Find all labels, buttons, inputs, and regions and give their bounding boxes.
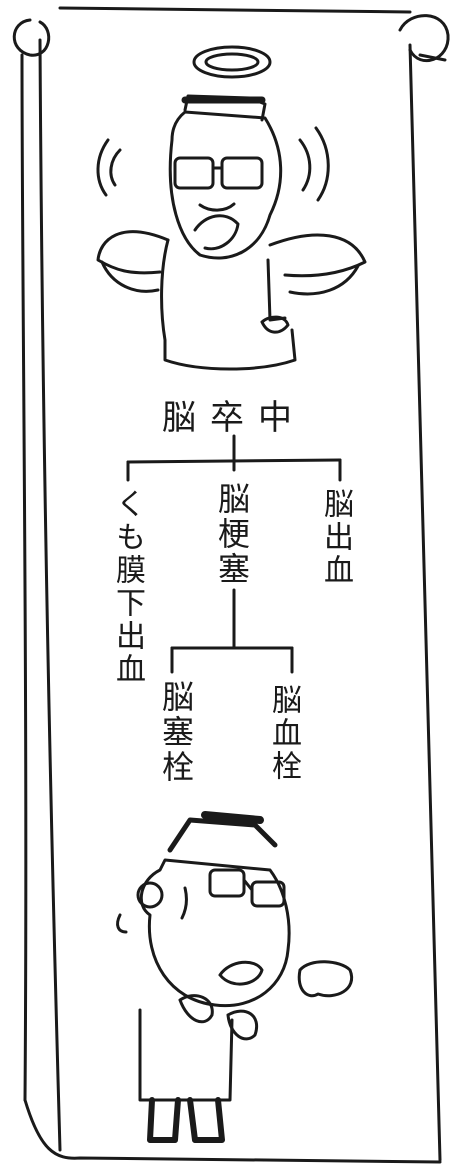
panicked-doctor-illustration — [116, 811, 354, 1143]
tree-node-kumomakka-shukketsu: くも膜下出血 — [110, 488, 145, 686]
tree-node-nou-kousoku: 脳梗塞 — [213, 482, 251, 587]
angel-doctor-illustration — [96, 45, 367, 371]
tree-node-nou-shukketsu: 脳出血 — [318, 488, 353, 587]
tree-node-nou-sokusen: 脳塞栓 — [157, 680, 195, 785]
tree-root-label: 脳卒中 — [162, 398, 306, 438]
tree-node-nou-kessen: 脳血栓 — [266, 684, 301, 783]
tree-connectors — [126, 434, 342, 674]
